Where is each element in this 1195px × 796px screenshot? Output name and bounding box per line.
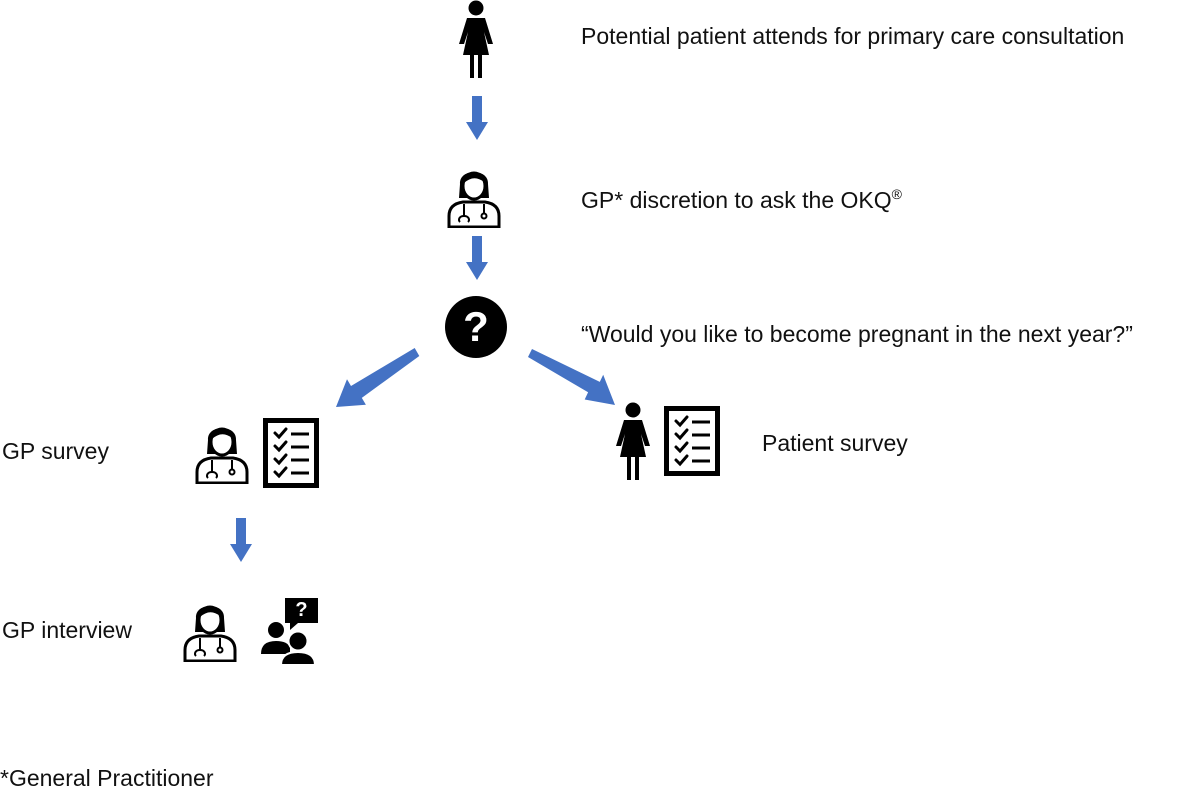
step-discretion-label: GP* discretion to ask the OKQ® — [581, 186, 902, 214]
flow-arrow-down — [466, 236, 488, 280]
speech-bubble-question: ? — [295, 599, 308, 621]
female-doctor-icon — [447, 171, 501, 228]
woman-icon — [616, 402, 650, 480]
gp-survey-label: GP survey — [2, 438, 109, 464]
people-speech-bubble-icon: ? — [260, 596, 322, 666]
woman-icon — [459, 0, 493, 78]
gp-interview-label: GP interview — [2, 617, 132, 643]
flow-arrow-down — [466, 96, 488, 140]
female-doctor-icon — [183, 605, 237, 662]
checklist-icon — [263, 418, 319, 488]
step-question-label: “Would you like to become pregnant in th… — [581, 321, 1133, 347]
question-circle-glyph: ? — [463, 303, 489, 350]
flow-arrow-down — [230, 518, 252, 562]
footnote: *General Practitioner — [0, 765, 214, 791]
registered-mark: ® — [891, 186, 902, 202]
patient-survey-label: Patient survey — [762, 430, 908, 456]
checklist-icon — [664, 406, 720, 476]
step-discretion-text: GP* discretion to ask the OKQ — [581, 187, 892, 213]
female-doctor-icon — [195, 427, 249, 484]
question-circle-icon: ? — [445, 296, 507, 358]
step-attend-label: Potential patient attends for primary ca… — [581, 23, 1125, 49]
